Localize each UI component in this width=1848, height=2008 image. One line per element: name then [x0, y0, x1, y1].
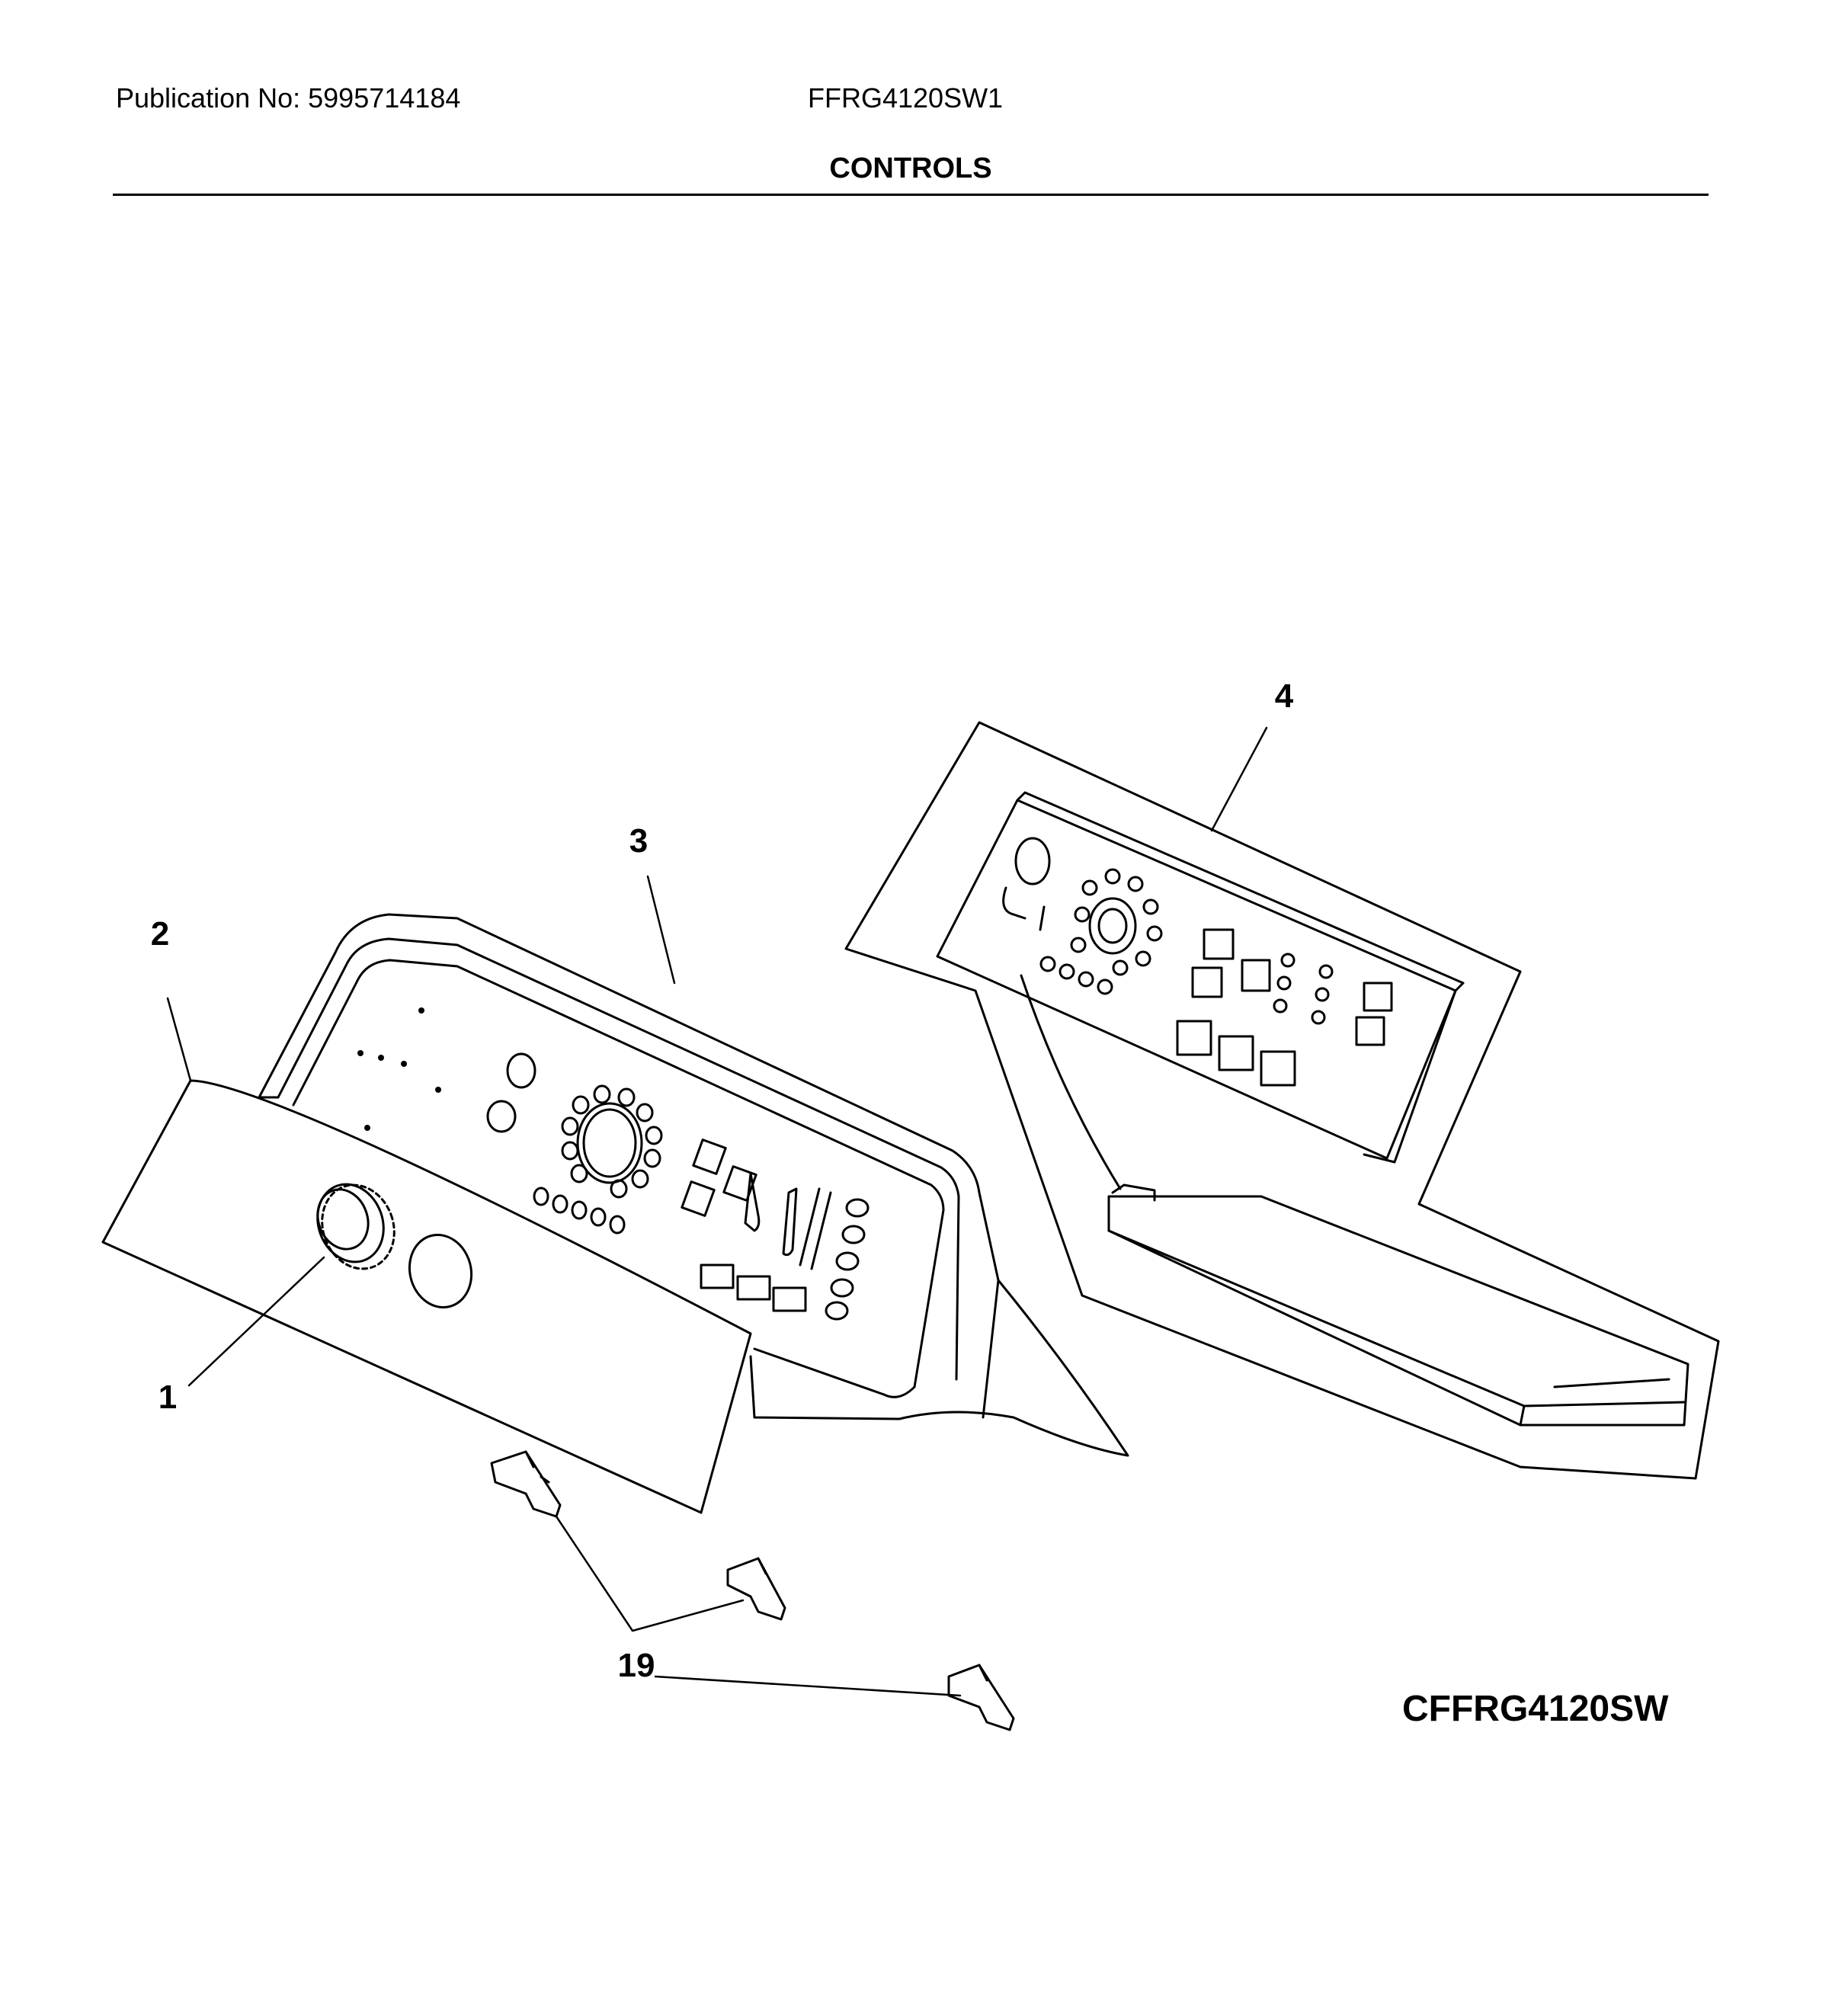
option-buttons-row — [533, 1187, 626, 1235]
cycle-selector-ring — [561, 1084, 663, 1199]
callout-1: 1 — [159, 1379, 177, 1416]
callout-19: 19 — [618, 1647, 655, 1684]
diagram-code: CFFRG4120SW — [1402, 1689, 1669, 1729]
control-board-part-4 — [844, 721, 1720, 1480]
leader-lines — [166, 726, 1268, 1697]
callout-2: 2 — [151, 915, 169, 953]
console-panel-part-3 — [258, 913, 1129, 1457]
callout-4: 4 — [1275, 677, 1294, 715]
callout-3: 3 — [629, 822, 648, 860]
model-number: FFRG4120SW1 — [808, 82, 1004, 114]
header-rule — [113, 194, 1709, 196]
overlay-panel-part-2 — [101, 1079, 752, 1514]
section-title: CONTROLS — [829, 152, 992, 184]
publication-number: Publication No: 5995714184 — [116, 82, 461, 114]
display-keypads — [681, 1139, 870, 1321]
knob-part-1 — [316, 1183, 473, 1309]
clip-part-19 — [490, 1450, 1015, 1731]
indicator-dots — [357, 1007, 441, 1131]
